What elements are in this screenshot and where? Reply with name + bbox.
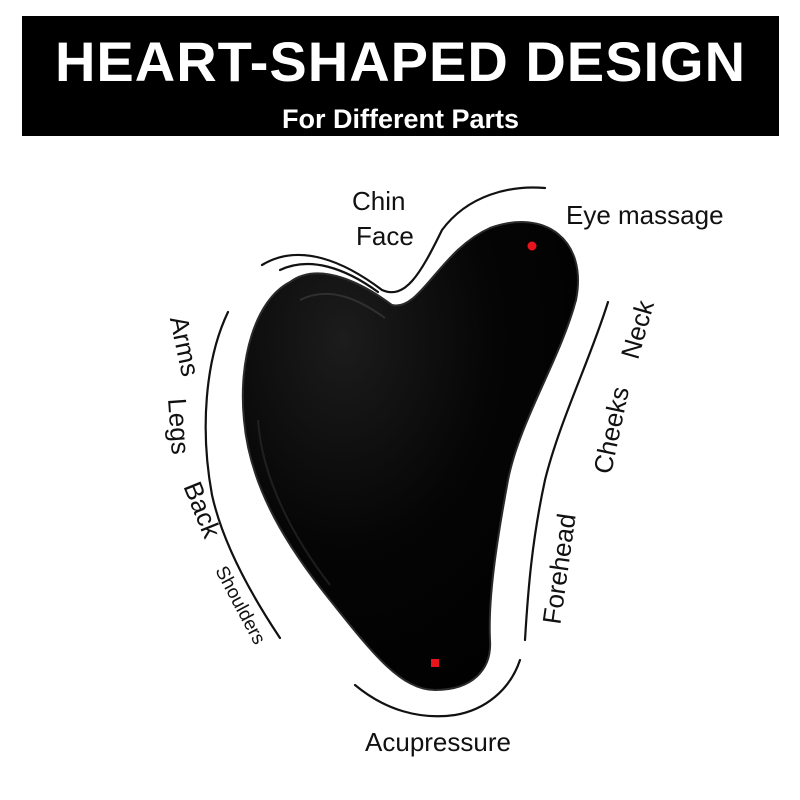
label-chin: Chin	[352, 186, 405, 216]
outline-curve-top-inner	[278, 262, 380, 294]
label-back: Back	[178, 477, 228, 543]
label-eye-massage: Eye massage	[566, 200, 724, 230]
outline-curves	[204, 186, 610, 718]
outline-curve-top	[260, 186, 547, 294]
label-forehead: Forehead	[536, 512, 581, 626]
outline-curve-left	[204, 310, 282, 640]
banner-title: HEART-SHAPED DESIGN	[54, 30, 747, 93]
outline-curve-right	[523, 300, 610, 642]
banner-subtitle: For Different Parts	[281, 104, 520, 134]
label-legs: Legs	[162, 397, 196, 455]
label-neck: Neck	[615, 296, 660, 362]
label-acupressure: Acupressure	[365, 727, 511, 757]
gua-sha-stone-icon	[241, 221, 579, 692]
outline-curve-bottom	[353, 658, 522, 718]
eye-massage-point-icon	[527, 241, 537, 251]
label-face: Face	[356, 221, 414, 251]
acupressure-point-icon	[431, 659, 439, 667]
label-arms: Arms	[164, 313, 206, 379]
header-banner: HEART-SHAPED DESIGN For Different Parts	[22, 16, 779, 136]
label-cheeks: Cheeks	[587, 384, 635, 476]
